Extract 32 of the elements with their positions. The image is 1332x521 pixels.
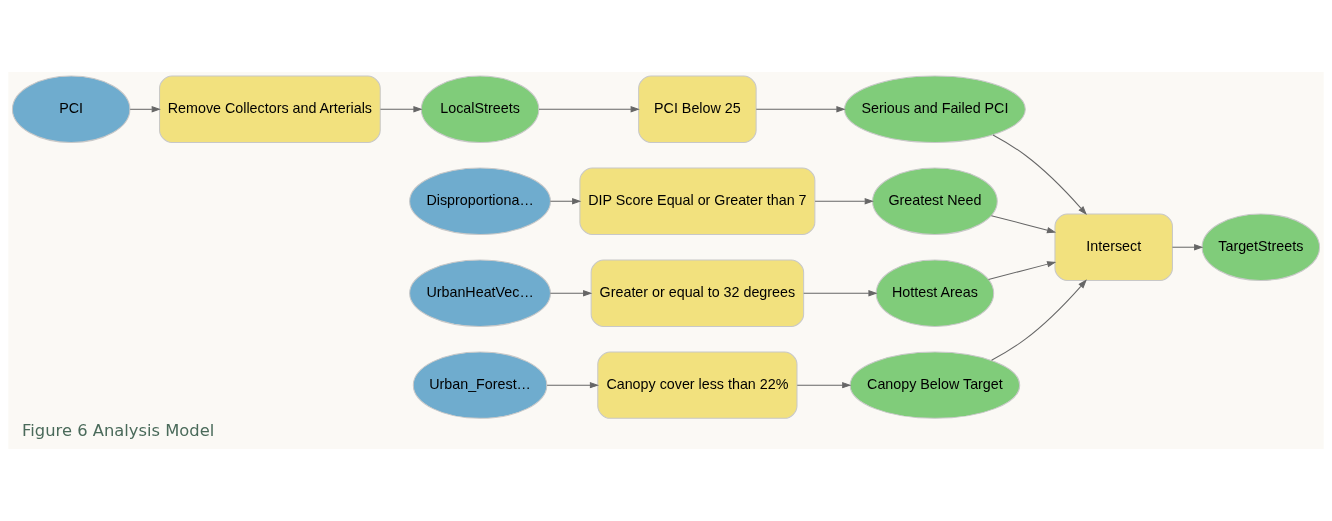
arrow bbox=[796, 381, 852, 389]
arrow bbox=[538, 106, 640, 113]
arrow bbox=[992, 134, 1087, 216]
node-ellipse: PCI bbox=[11, 75, 131, 143]
node-ellipse: TargetStreets bbox=[1201, 213, 1321, 281]
arrow bbox=[1171, 244, 1204, 251]
arrow bbox=[814, 198, 874, 205]
arrow bbox=[379, 106, 423, 113]
node-ellipse: Canopy Below Target bbox=[849, 351, 1021, 419]
arrow bbox=[549, 198, 582, 205]
node-ellipse: Hottest Areas bbox=[875, 259, 995, 327]
node-box: Intersect bbox=[1054, 213, 1173, 281]
arrow bbox=[988, 261, 1057, 281]
arrow bbox=[755, 106, 846, 113]
arrow bbox=[546, 381, 600, 389]
arrow bbox=[803, 289, 878, 297]
node-box: PCI Below 25 bbox=[638, 75, 757, 143]
node-ellipse: Disproportiona… bbox=[409, 167, 551, 235]
node-ellipse: UrbanHeatVec… bbox=[409, 259, 551, 327]
caption: Figure 6 Analysis Model bbox=[22, 420, 215, 440]
node-ellipse: Urban_Forest… bbox=[412, 351, 548, 419]
arrow bbox=[129, 106, 161, 113]
arrow bbox=[549, 289, 593, 297]
node-box: Greater or equal to 32 degrees bbox=[590, 259, 805, 327]
arrow bbox=[991, 279, 1087, 361]
node-ellipse: Greatest Need bbox=[872, 167, 998, 235]
node-ellipse: Serious and Failed PCI bbox=[844, 75, 1026, 143]
node-box: DIP Score Equal or Greater than 7 bbox=[579, 167, 816, 235]
node-box: Canopy cover less than 22% bbox=[597, 351, 798, 419]
arrow bbox=[990, 215, 1057, 234]
node-ellipse: LocalStreets bbox=[420, 75, 540, 143]
node-box: Remove Collectors and Arterials bbox=[159, 75, 381, 143]
